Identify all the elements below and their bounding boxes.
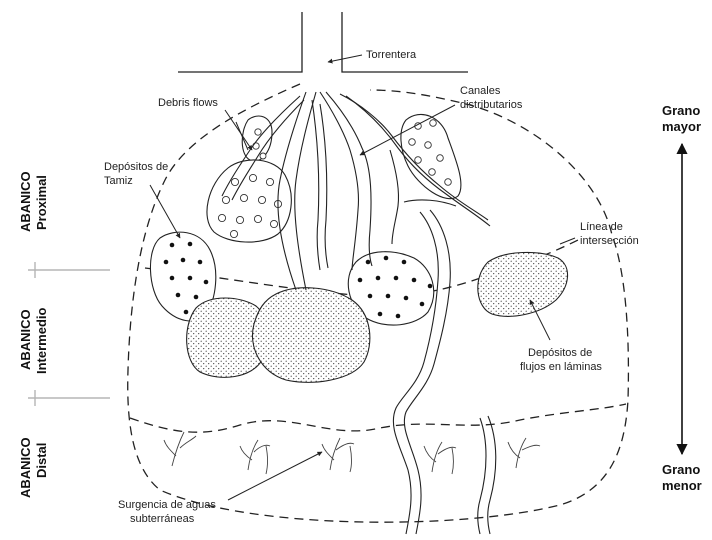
label-laminas-line1: Depósitos de	[528, 347, 592, 359]
label-depositos-tamiz-line1: Depósitos de	[104, 161, 168, 173]
spring-4	[424, 442, 456, 474]
spring-3	[322, 438, 354, 472]
label-surgencia-line1: Surgencia de aguas	[118, 499, 216, 511]
debris-flow-lobe-right	[401, 114, 461, 198]
spring-2	[240, 440, 270, 474]
spring-1	[164, 432, 196, 466]
label-canales-line1: Canales	[460, 85, 501, 97]
grain-top-line2: mayor	[662, 119, 701, 134]
grain-top-line1: Grano	[662, 103, 700, 118]
separator-intermedio-distal	[28, 390, 110, 406]
zone-intermedio-line1: ABANICO	[18, 309, 33, 370]
sheetflow-lobe-center	[252, 288, 369, 383]
zone-proximal-line1: ABANICO	[18, 171, 33, 232]
debris-flow-lobe-left	[207, 160, 291, 242]
zone-distal-line2: Distal	[34, 443, 49, 478]
label-laminas-line2: flujos en láminas	[520, 361, 602, 373]
label-linea-line2: intersección	[580, 235, 639, 247]
distal-boundary	[130, 404, 626, 432]
label-debris-flows: Debris flows	[158, 97, 218, 109]
label-canales-line2: distributarios	[460, 99, 523, 111]
label-depositos-tamiz-line2: Tamiz	[104, 175, 133, 187]
zone-proximal-line2: Proximal	[34, 175, 49, 230]
grain-bottom-line1: Grano	[662, 462, 700, 477]
zone-distal-line1: ABANICO	[18, 437, 33, 498]
spring-group	[164, 432, 540, 474]
label-linea-line1: Línea de	[580, 221, 623, 233]
grain-bottom-line2: menor	[662, 478, 702, 493]
separator-proximal-intermedio	[28, 262, 110, 278]
sheetflow-lobe-right	[478, 252, 568, 316]
grain-size-scale: Grano mayor Grano menor	[662, 103, 702, 493]
torrentera-channel	[178, 12, 468, 72]
label-surgencia-line2: subterráneas	[130, 513, 195, 525]
zone-intermedio-line2: Intermedio	[34, 307, 49, 374]
spring-5	[508, 438, 540, 468]
label-torrentera: Torrentera	[366, 49, 417, 61]
